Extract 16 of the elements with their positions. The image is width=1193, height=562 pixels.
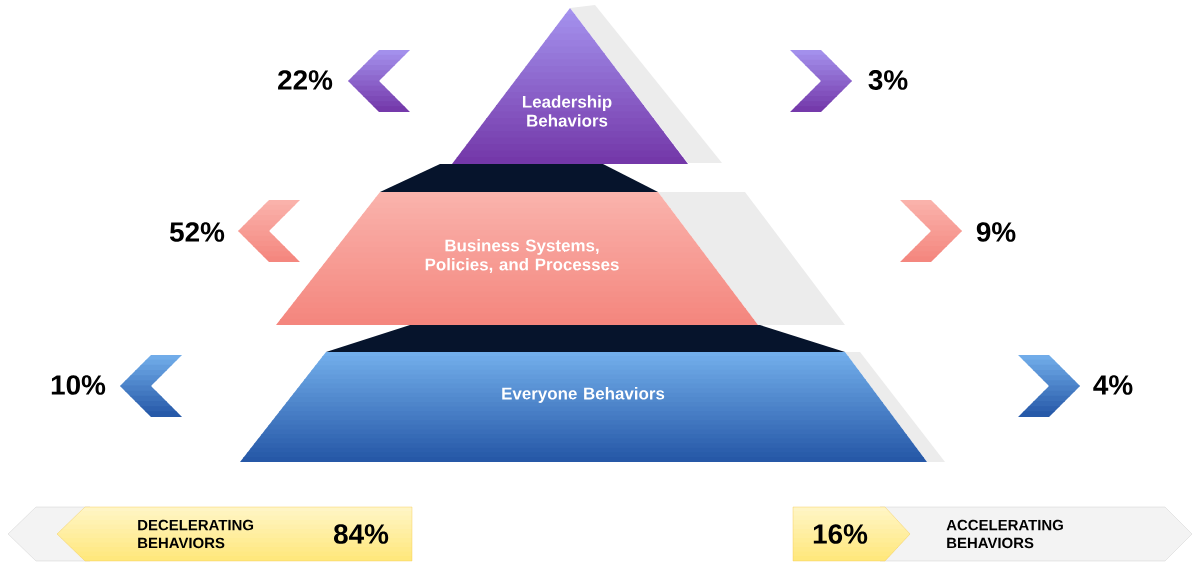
percentage-label: 9% [976,222,1016,242]
pyramid-tier: Everyone Behaviors [240,325,927,462]
banner: 16% ACCELERATING BEHAVIORS [792,506,1063,562]
percentage-label: 10% [51,375,106,395]
node-label: Behaviors [527,114,608,127]
node-label: Business Systems, Policies, and Processes [425,239,619,273]
banner: DECELERATING BEHAVIORS 84% [56,506,413,562]
node-label: ACCELERATING BEHAVIORS [946,519,1063,549]
percentage-label: 3% [868,70,908,90]
node-label: Leadership [522,95,612,112]
percentage-label: 4% [1093,375,1133,395]
node-label: Everyone Behaviors [502,387,665,403]
percentage-label: 22% [278,70,333,90]
percentage-label: 52% [169,222,225,242]
pyramid-tier: Leadership Behaviors [452,8,688,164]
pyramid-tier: Business Systems, Policies, and Processes [276,164,758,325]
